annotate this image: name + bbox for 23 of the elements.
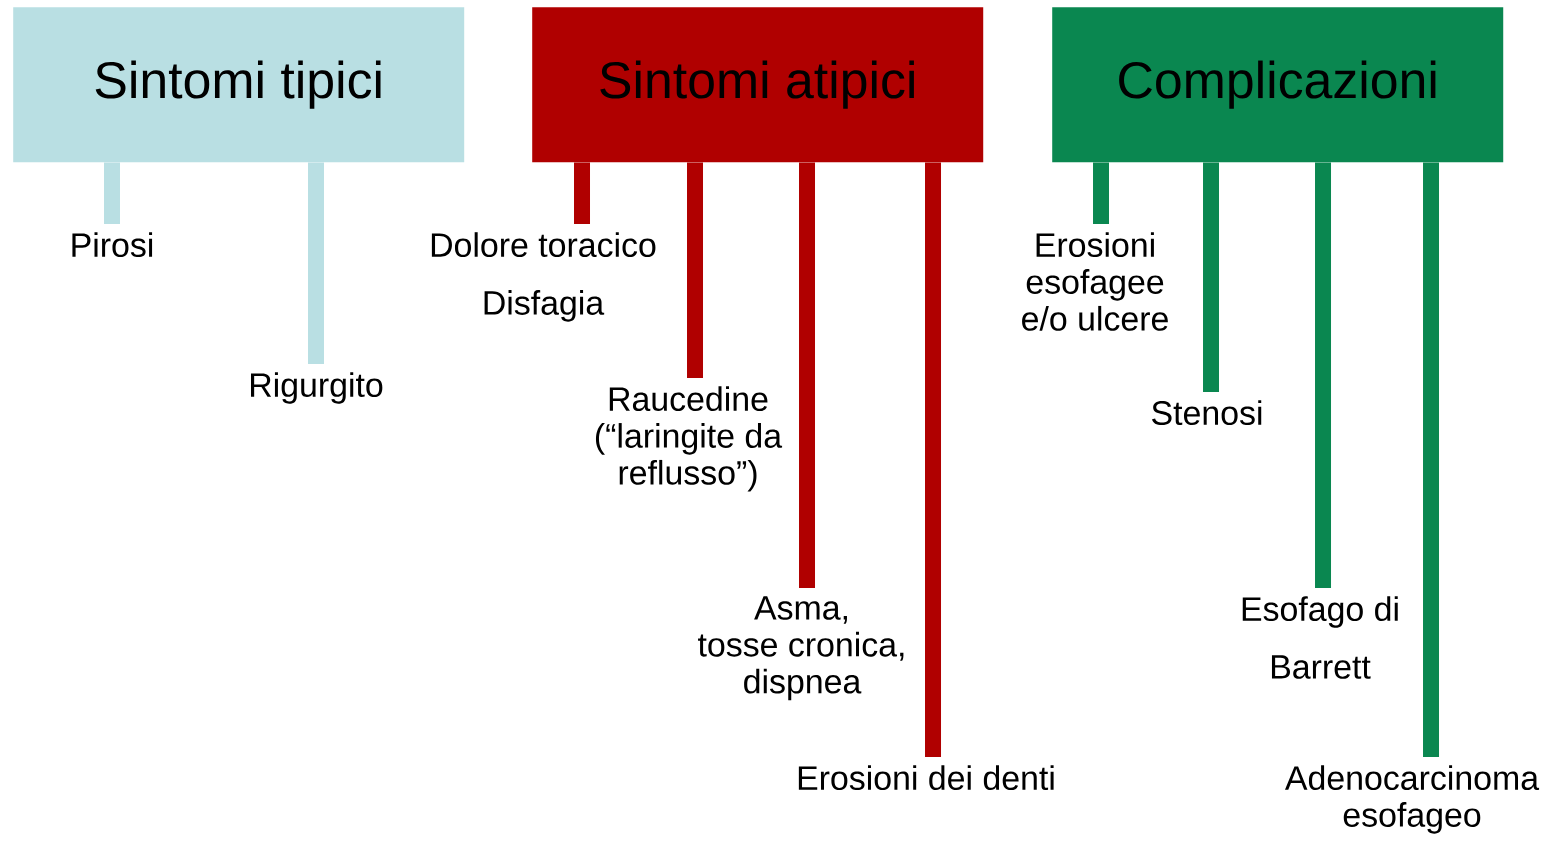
symptom-label: Pirosi <box>72 232 153 258</box>
category-header: Complicazioni <box>1052 7 1504 163</box>
connector-bar <box>574 162 590 224</box>
connector-bar <box>1315 162 1331 588</box>
category-header: Sintomi tipici <box>13 7 465 163</box>
connector-bar <box>1093 162 1109 224</box>
symptom-label: Asma, tosse cronica, dispnea <box>698 596 904 701</box>
symptom-label: Esofago di Barrett <box>1242 596 1398 679</box>
symptom-label: Rigurgito <box>251 372 383 404</box>
symptom-label: Stenosi <box>1152 400 1262 426</box>
connector-bar <box>1423 162 1439 757</box>
connector-bar <box>925 162 941 757</box>
symptom-label: Erosioni esofagee e/o ulcere <box>1022 232 1168 331</box>
symptom-label: Dolore toracico Disfagia <box>431 232 656 322</box>
symptom-label: Raucedine (“laringite da reflusso”) <box>595 386 783 492</box>
connector-bar <box>308 162 324 364</box>
connector-bar <box>1203 162 1219 392</box>
connector-bar <box>687 162 703 378</box>
symptom-label: Erosioni dei denti <box>798 765 1054 791</box>
connector-bar <box>799 162 815 588</box>
symptom-label: Adenocarcinoma esofageo <box>1285 765 1540 834</box>
category-header: Sintomi atipici <box>532 7 984 163</box>
connector-bar <box>104 162 120 224</box>
